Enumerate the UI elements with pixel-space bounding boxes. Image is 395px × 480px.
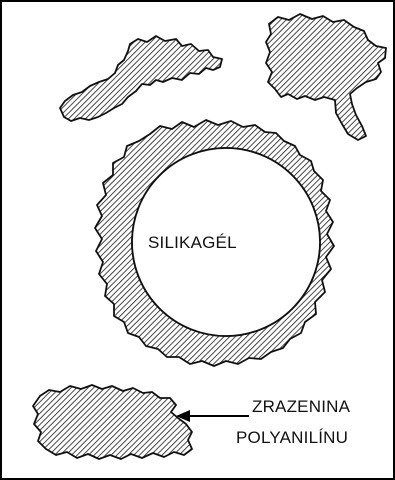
silica-gel-label: SILIKAGÉL — [148, 233, 237, 253]
polyaniline-label-line2: POLYANILÍNU — [236, 428, 348, 448]
polyaniline-particle-top-right — [266, 14, 386, 140]
polyaniline-label-line1: ZRAZENINA — [252, 397, 350, 417]
polyaniline-particle-bottom — [33, 385, 192, 459]
polyaniline-particle-top-left — [60, 36, 222, 121]
